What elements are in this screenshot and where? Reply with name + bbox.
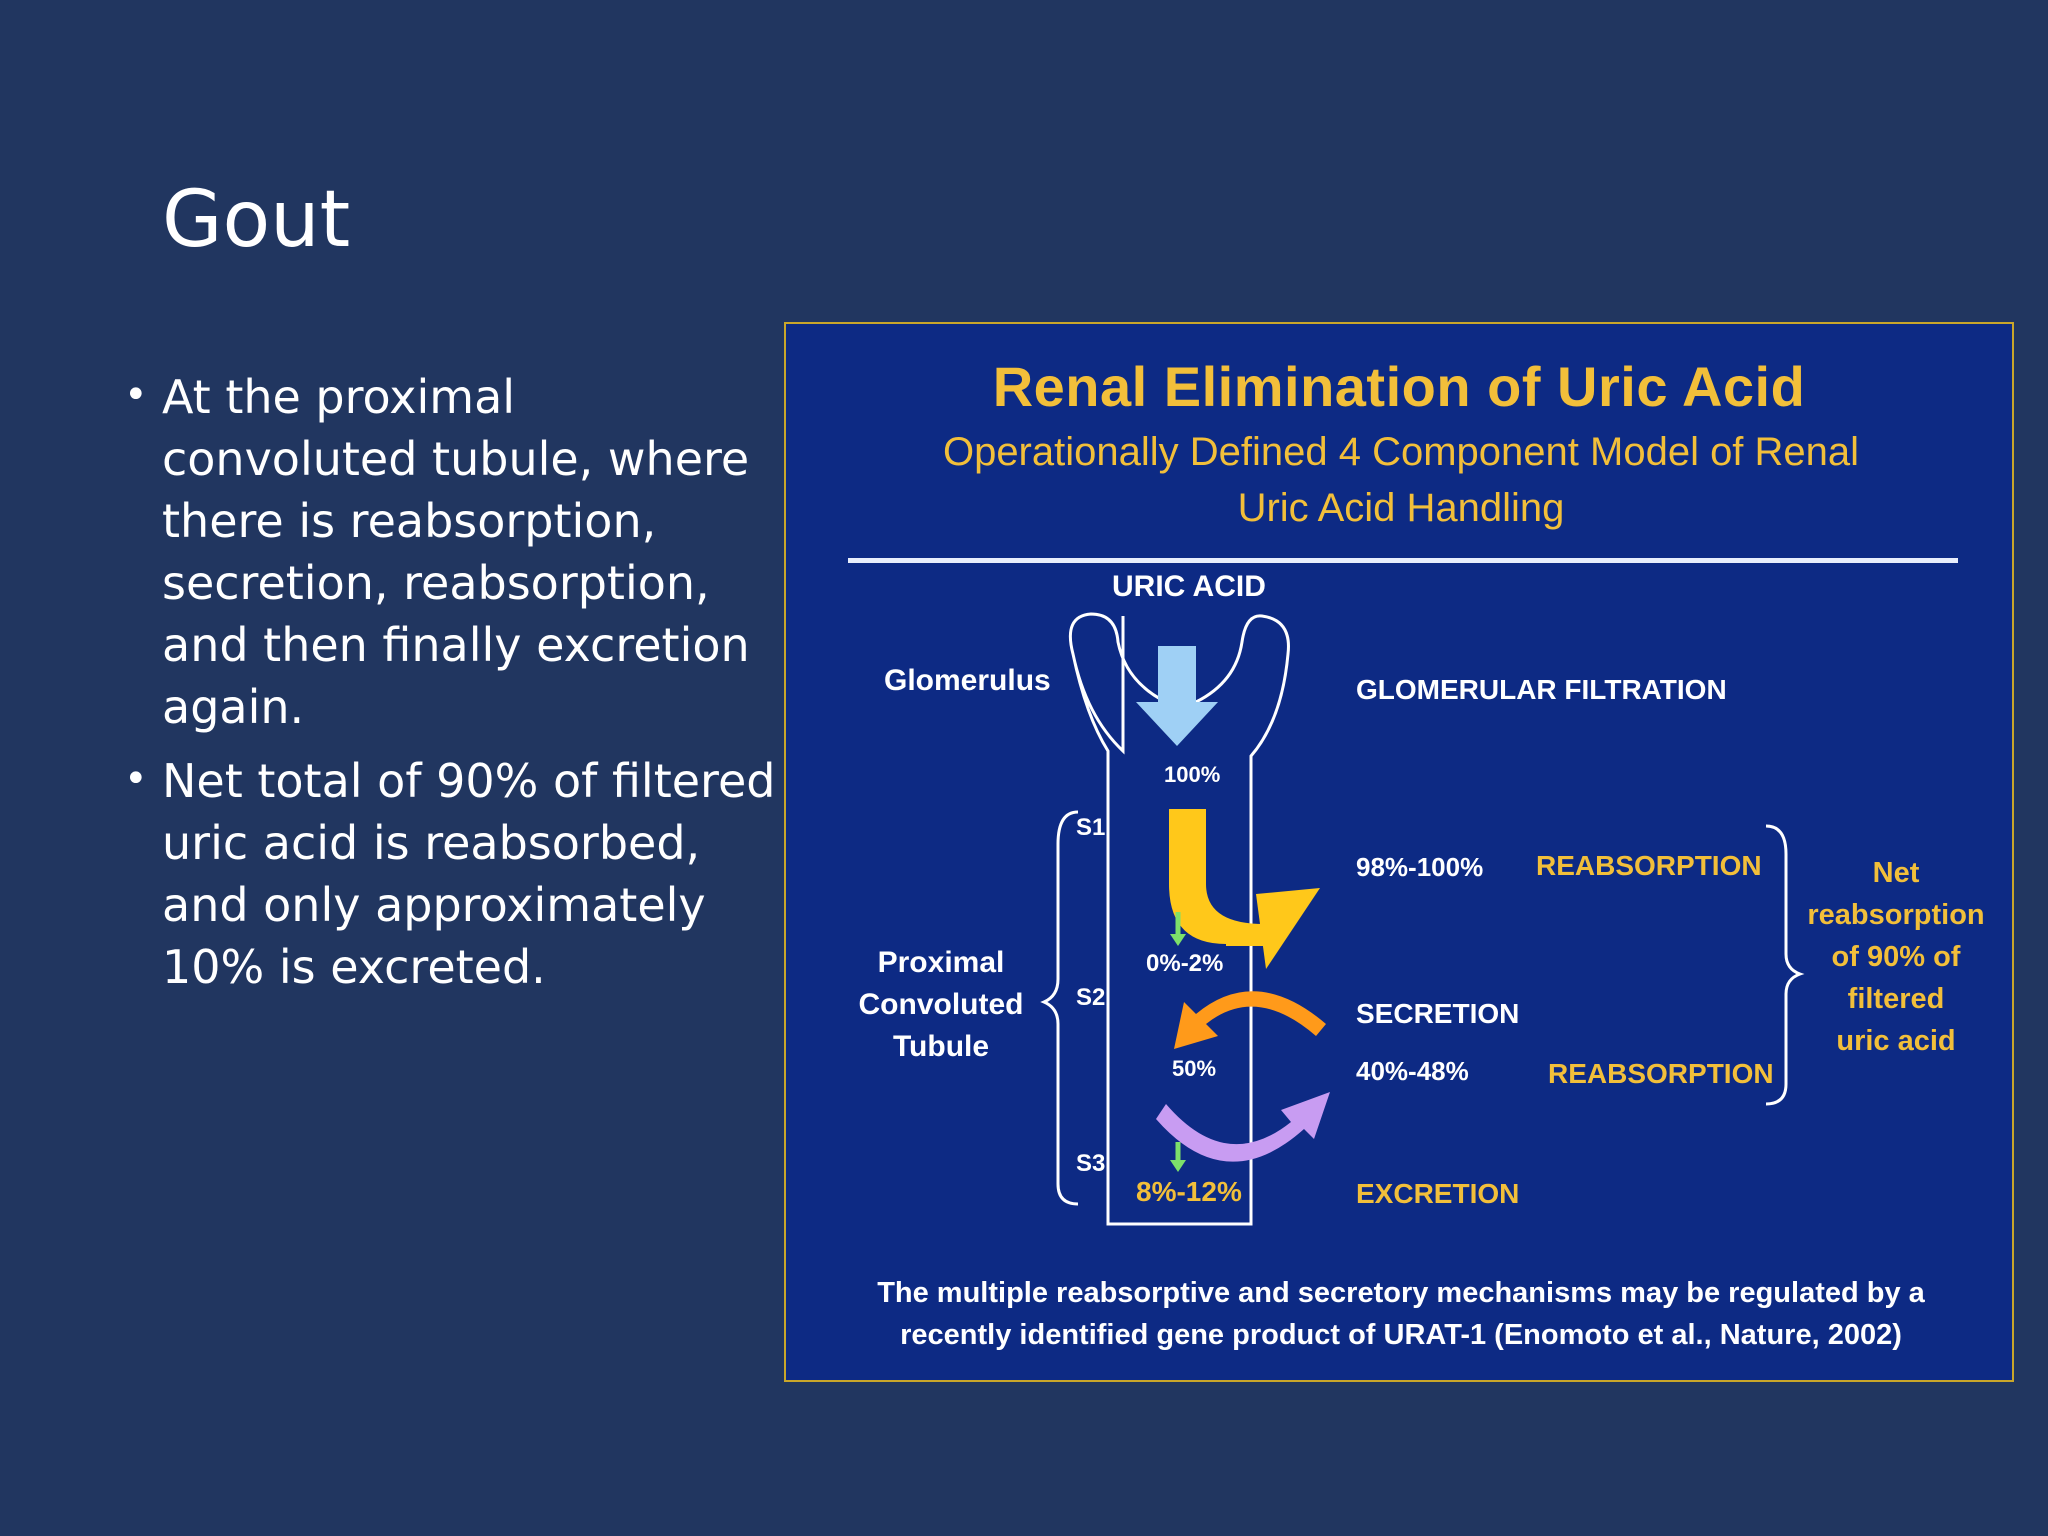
tubule-diagram	[1040, 612, 1805, 1226]
caption-line: recently identified gene product of URAT…	[900, 1319, 1902, 1351]
bullet-item: At the proximal convoluted tubule, where…	[120, 364, 780, 738]
reabsorption2-arrow	[1156, 1092, 1330, 1162]
filtration-arrow	[1136, 646, 1218, 746]
reabsorption-label-1: REABSORPTION	[1536, 850, 1762, 881]
bullet-list: At the proximal convoluted tubule, where…	[120, 364, 780, 1010]
secretion-arrow	[1174, 991, 1326, 1049]
s2-label: S2	[1076, 984, 1106, 1011]
excretion-arrowhead-small	[1170, 934, 1186, 946]
reabsorption-arrow-body	[1226, 924, 1266, 946]
pct-98-100-label: 98%-100%	[1356, 852, 1484, 882]
figure-caption: The multiple reabsorptive and secretory …	[826, 1272, 1976, 1356]
proximal-line: Convoluted	[858, 988, 1024, 1021]
net-line: reabsorption	[1807, 899, 1985, 931]
pct-50-label: 50%	[1172, 1056, 1217, 1081]
pct-40-48-label: 40%-48%	[1356, 1056, 1469, 1086]
net-line: of 90% of	[1831, 941, 1961, 973]
excretion-label: EXCRETION	[1356, 1178, 1520, 1209]
reabsorption-label-2: REABSORPTION	[1548, 1058, 1774, 1089]
proximal-brace	[1040, 810, 1079, 1206]
tubule-outline	[1068, 612, 1290, 1226]
net-reabsorption-label: Net reabsorption of 90% of filtered uric…	[1796, 852, 1996, 1062]
reabsorption-arrow	[1169, 809, 1264, 944]
proximal-line: Tubule	[892, 1030, 990, 1063]
net-line: filtered	[1847, 983, 1945, 1015]
glomerular-filtration-label: GLOMERULAR FILTRATION	[1356, 674, 1727, 705]
uric-acid-label: URIC ACID	[1112, 570, 1266, 603]
proximal-label: Proximal Convoluted Tubule	[856, 942, 1026, 1068]
net-line: Net	[1872, 857, 1920, 889]
title-divider	[848, 558, 1958, 563]
bullet-item: Net total of 90% of filtered uric acid i…	[120, 748, 780, 998]
pct-0-2-label: 0%-2%	[1146, 950, 1224, 977]
proximal-line: Proximal	[877, 946, 1005, 979]
pct-100-label: 100%	[1164, 762, 1221, 787]
glomerulus-label: Glomerulus	[884, 664, 1051, 697]
net-brace	[1765, 824, 1805, 1106]
pct-8-12-label: 8%-12%	[1136, 1176, 1242, 1207]
secretion-label: SECRETION	[1356, 998, 1520, 1029]
reabsorption-arrowhead	[1256, 888, 1320, 969]
s3-label: S3	[1076, 1150, 1106, 1177]
slide-title: Gout	[162, 175, 351, 265]
s1-label: S1	[1076, 814, 1106, 841]
figure-title: Renal Elimination of Uric Acid	[992, 355, 1806, 418]
figure-subtitle: Operationally Defined 4 Component Model …	[942, 430, 1860, 530]
excretion-arrowhead	[1170, 1160, 1186, 1172]
renal-elimination-figure: Renal Elimination of Uric Acid Operation…	[784, 322, 2014, 1382]
caption-line: The multiple reabsorptive and secretory …	[877, 1277, 1925, 1309]
net-line: uric acid	[1836, 1025, 1956, 1057]
